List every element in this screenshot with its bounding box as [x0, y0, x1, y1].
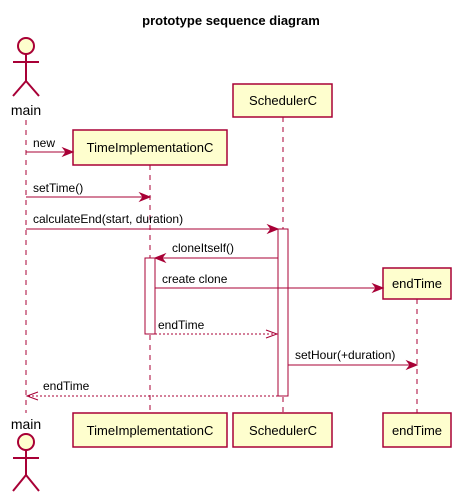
- participant-label-schedulerc-top: SchedulerC: [249, 93, 317, 108]
- participant-label-timeimplementationc-bottom: TimeImplementationC: [87, 423, 214, 438]
- message-label-return-endtime-1: endTime: [158, 318, 205, 332]
- participant-timeimplementationc-bottom: TimeImplementationC: [72, 412, 228, 448]
- participant-label-endtime-top: endTime: [392, 276, 442, 291]
- participant-schedulerc-bottom: SchedulerC: [232, 412, 333, 448]
- actor-main-top: main: [11, 37, 41, 118]
- participant-label-main-top: main: [11, 102, 41, 118]
- message-create-clone: create clone: [155, 272, 385, 294]
- message-sethour: setHour(+duration): [288, 348, 419, 371]
- message-cloneitself: cloneItself(): [153, 241, 278, 264]
- participant-label-timeimplementationc-top: TimeImplementationC: [87, 140, 214, 155]
- actor-main-bottom: main: [11, 416, 41, 492]
- participant-label-schedulerc-bottom: SchedulerC: [249, 423, 317, 438]
- message-settime: setTime(): [26, 181, 152, 203]
- diagram-title: prototype sequence diagram: [142, 13, 320, 28]
- message-label-create-clone: create clone: [162, 272, 228, 286]
- message-new: new: [26, 136, 75, 158]
- participant-endtime-created: endTime: [382, 267, 452, 300]
- actor-head-icon: [17, 37, 35, 55]
- participant-label-main-bottom: main: [11, 416, 41, 432]
- actor-head-icon-bottom: [17, 433, 35, 451]
- activation-timeimplementationc: [144, 257, 156, 335]
- message-label-settime: setTime(): [33, 181, 83, 195]
- message-label-return-endtime-2: endTime: [43, 379, 90, 393]
- participant-timeimplementationc-created: TimeImplementationC: [72, 129, 228, 166]
- participant-label-endtime-bottom: endTime: [392, 423, 442, 438]
- activation-schedulerc: [277, 228, 289, 397]
- message-label-sethour: setHour(+duration): [295, 348, 395, 362]
- message-calculateend: calculateEnd(start, duration): [26, 212, 280, 235]
- participant-endtime-bottom: endTime: [382, 412, 452, 448]
- message-return-endtime-2: endTime: [25, 379, 278, 401]
- participant-schedulerc-top: SchedulerC: [232, 83, 333, 118]
- message-return-endtime-1: endTime: [155, 318, 279, 339]
- message-label-cloneitself: cloneItself(): [172, 241, 234, 255]
- message-label-calculateend: calculateEnd(start, duration): [33, 212, 183, 226]
- message-label-new: new: [33, 136, 55, 150]
